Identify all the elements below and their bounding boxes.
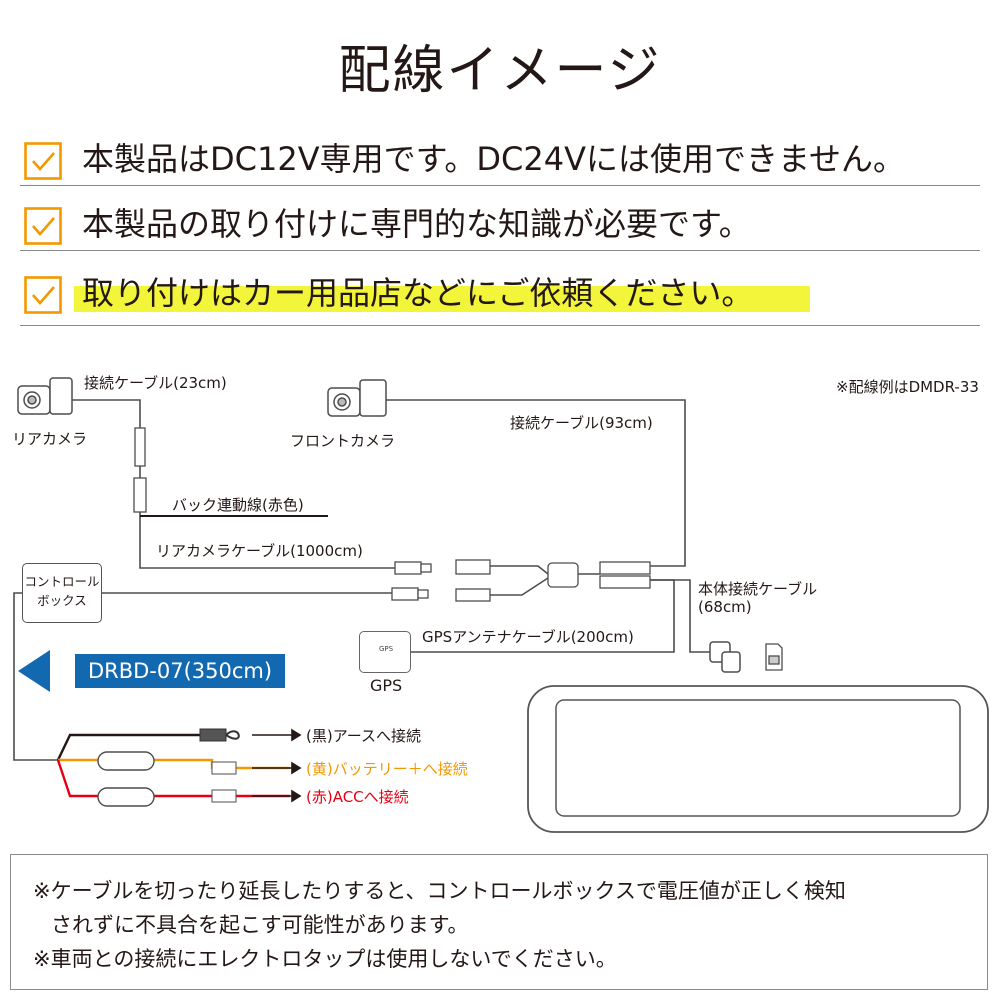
- main-cable-label: 本体接続ケーブル: [698, 580, 818, 598]
- divider: [20, 185, 980, 186]
- gps-cable-label: GPSアンテナケーブル(200cm): [422, 628, 634, 646]
- text-highlight: [74, 286, 810, 312]
- rear-camera-label: リアカメラ: [12, 430, 88, 448]
- notice-item: 取り付けはカー用品店などにご依頼ください。: [20, 262, 980, 326]
- divider: [20, 250, 980, 251]
- notice-text: 本製品の取り付けに専門的な知識が必要です。: [82, 205, 751, 243]
- checkbox-icon: [24, 142, 62, 180]
- checkbox-icon: [24, 276, 62, 314]
- page-title: 配線イメージ: [338, 41, 662, 101]
- divider: [20, 325, 980, 326]
- wire-black-label: (黒)アースへ接続: [306, 727, 422, 745]
- notice-item: 本製品はDC12V専用です。DC24Vには使用できません。: [20, 128, 980, 186]
- footer-line-3: ※車両との接続にエレクトロタップは使用しないでください。: [33, 947, 617, 971]
- notice-text: 本製品はDC12V専用です。DC24Vには使用できません。: [82, 140, 906, 178]
- control-box-label-2: ボックス: [37, 593, 87, 608]
- gps-antenna: GPS: [359, 631, 411, 673]
- footer-line-2: されずに不具合を起こす可能性があります。: [51, 913, 469, 937]
- back-line-label: バック連動線(赤色): [172, 496, 304, 514]
- checkbox-icon: [24, 207, 62, 245]
- main-cable-length: (68cm): [698, 598, 752, 616]
- front-camera-label: フロントカメラ: [290, 432, 396, 450]
- diagram-note: ※配線例はDMDR-33: [836, 378, 979, 396]
- wire-red-label: (赤)ACCへ接続: [306, 788, 409, 806]
- control-box-label-1: コントロール: [24, 574, 100, 589]
- front-cable-label: 接続ケーブル(93cm): [510, 414, 653, 432]
- drbd-label: DRBD-07(350cm): [75, 654, 285, 688]
- control-box: コントロール ボックス: [22, 563, 102, 623]
- wire-yellow-label: (黄)バッテリー＋へ接続: [306, 760, 468, 778]
- gps-antenna-text: GPS: [378, 645, 394, 653]
- notice-item: 本製品の取り付けに専門的な知識が必要です。: [20, 193, 980, 251]
- rear-cable-label: 接続ケーブル(23cm): [84, 374, 227, 392]
- gps-label: GPS: [370, 676, 403, 695]
- footer-line-1: ※ケーブルを切ったり延長したりすると、コントロールボックスで電圧値が正しく検知: [33, 879, 846, 903]
- rear-camera-cable-label: リアカメラケーブル(1000cm): [156, 542, 363, 560]
- footer-notes: ※ケーブルを切ったり延長したりすると、コントロールボックスで電圧値が正しく検知 …: [10, 854, 988, 990]
- notice-text: 取り付けはカー用品店などにご依頼ください。: [82, 274, 754, 312]
